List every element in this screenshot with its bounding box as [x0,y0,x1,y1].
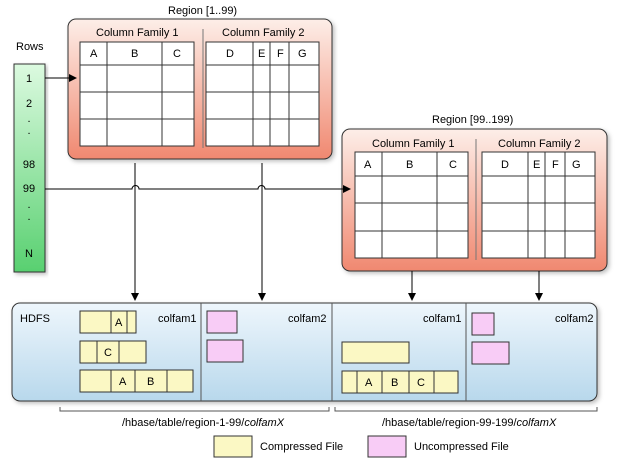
row-key: . [27,125,30,137]
legend-compressed-swatch [213,435,253,458]
region2-family1-table [354,151,469,259]
row-key: . [27,211,30,223]
row-key: . [27,113,30,125]
rows-bar [13,63,46,273]
hdfs-section4-label: colfam2 [555,313,594,325]
region1-col-a: A [90,48,98,60]
path-left: /hbase/table/region-1-99/colfamX [122,417,285,429]
file-label-c: C [417,377,425,389]
region1-col-e: E [258,48,265,60]
region1-col-d: D [226,48,234,60]
file-label-b: B [147,376,154,388]
row-key: 98 [23,159,35,171]
compressed-file [341,370,459,394]
row-keys: 1 2.. 98 99.. N [23,73,35,260]
connectors [45,74,543,301]
row-key: 99 [23,183,35,195]
uncompressed-file [206,310,238,334]
row-key: 1 [26,73,32,85]
hdfs-label: HDFS [20,313,50,325]
region2-title: Region [99..199) [432,114,513,126]
uncompressed-file [471,341,510,365]
row-key: . [27,199,30,211]
region1-col-c: C [173,48,181,60]
region1-family1-table [79,41,195,147]
file-label-c: C [104,347,112,359]
region2-family1-name: Column Family 1 [372,138,455,150]
region2-col-c: C [449,159,457,171]
compressed-file [79,369,194,393]
legend-uncompressed-label: Uncompressed File [414,441,509,453]
uncompressed-file [471,312,495,336]
region1-family2-table [205,41,320,147]
region2-col-f: F [552,159,559,171]
file-label-a: A [115,317,123,329]
region2-col-b: B [406,159,413,171]
legend-uncompressed-swatch [367,435,407,458]
row-key: N [25,248,33,260]
hdfs-section1-label: colfam1 [158,313,197,325]
region2-col-d: D [501,159,509,171]
legend-compressed-label: Compressed File [260,441,343,453]
region2-family2-table [481,151,596,259]
region1-col-f: F [277,48,284,60]
region1-family2-name: Column Family 2 [222,27,305,39]
file-label-b: B [391,377,398,389]
region2-col-a: A [364,159,372,171]
file-label-a: A [365,377,373,389]
compressed-file [79,340,147,364]
file-label-a: A [119,376,127,388]
path-brackets [59,407,598,412]
path-right: /hbase/table/region-99-199/colfamX [382,417,557,429]
region1-family1-name: Column Family 1 [96,27,179,39]
uncompressed-file [206,339,244,363]
hdfs-section2-label: colfam2 [288,313,327,325]
compressed-file [79,310,137,334]
rows-label: Rows [16,41,44,53]
region1-col-b: B [131,48,138,60]
region2-col-g: G [572,159,581,171]
region2-col-e: E [533,159,540,171]
region1-title: Region [1..99) [168,5,237,17]
region2-family2-name: Column Family 2 [498,138,581,150]
region1-col-g: G [298,48,307,60]
compressed-file [341,341,410,364]
row-key: 2 [26,98,32,110]
hdfs-section3-label: colfam1 [423,313,462,325]
